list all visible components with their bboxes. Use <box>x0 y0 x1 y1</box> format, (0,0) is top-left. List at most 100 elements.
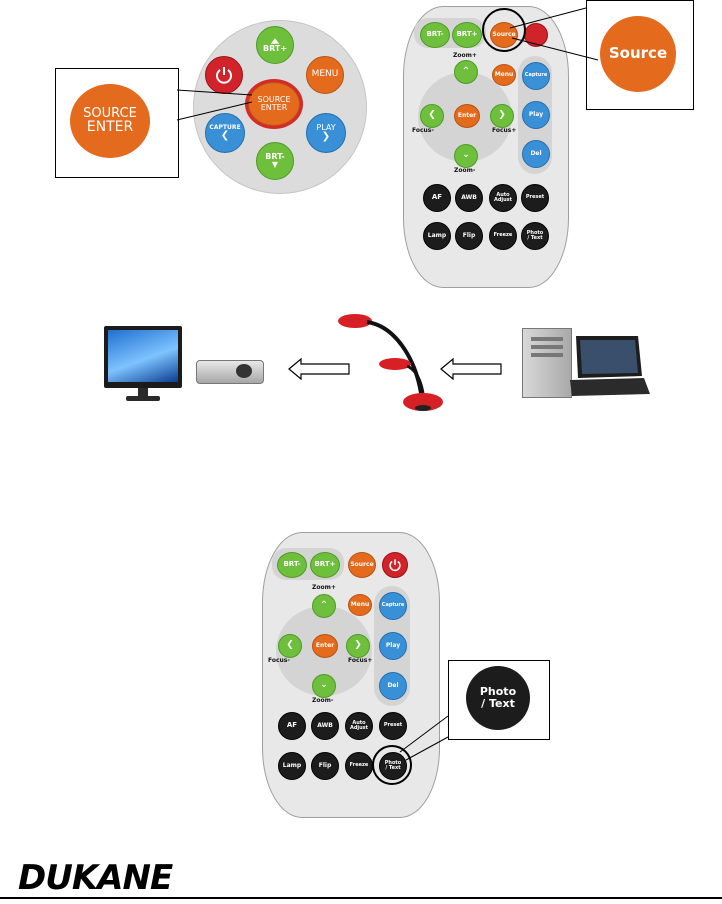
remote1-lamp[interactable]: Lamp <box>423 222 451 250</box>
arrow-left-icon <box>288 358 350 380</box>
remote1-photo-text[interactable]: Photo / Text <box>521 222 549 250</box>
remote2-zoom-minus[interactable]: ⌄ <box>312 674 336 698</box>
brt-plus-label: BRT+ <box>262 43 288 53</box>
play-button[interactable]: PLAY ❯ <box>306 113 346 153</box>
remote2-del[interactable]: Del <box>379 672 407 700</box>
photo-text-zoomed-button: Photo / Text <box>466 666 530 730</box>
auto-adjust-label-1: Auto <box>496 191 510 198</box>
remote1-zoom-plus[interactable]: ⌃ <box>454 60 478 84</box>
remote2-af[interactable]: AF <box>278 712 306 740</box>
remote2-focus-plus[interactable]: ❯ <box>346 634 370 658</box>
chevron-right-icon: ❯ <box>321 130 331 142</box>
arrow-down-icon: ▼ <box>271 160 279 169</box>
remote1-flip[interactable]: Flip <box>455 222 483 250</box>
callout-source-label: SOURCE <box>83 105 137 121</box>
remote2-auto-adjust[interactable]: Auto Adjust <box>345 712 373 740</box>
remote1-capture[interactable]: Capture <box>522 62 550 90</box>
remote2-power[interactable] <box>382 552 408 578</box>
remote1-play[interactable]: Play <box>522 101 550 129</box>
source-enter-label-2: ENTER <box>260 103 288 112</box>
chevron-right-icon: ❯ <box>498 110 506 121</box>
remote2-freeze[interactable]: Freeze <box>345 752 373 780</box>
remote2-focus-minus[interactable]: ❮ <box>278 634 302 658</box>
power-button[interactable] <box>205 56 243 94</box>
source-enter-button[interactable]: SOURCE ENTER <box>248 82 300 126</box>
brt-minus-label: BRT- <box>265 151 285 161</box>
remote2-focus-minus-label: Focus- <box>268 657 290 664</box>
remote1-focus-minus-label: Focus- <box>412 127 434 134</box>
remote1-focus-plus-label: Focus+ <box>492 127 517 134</box>
power-icon <box>389 559 401 572</box>
remote2-zoom-minus-label: Zoom- <box>312 697 334 704</box>
chevron-left-icon: ❮ <box>220 129 230 141</box>
photo-text-label-1: Photo <box>526 229 544 236</box>
source-zoomed-button: Source <box>600 16 676 92</box>
arrow-up-icon: ⌃ <box>319 599 329 611</box>
brt-minus-button[interactable]: BRT- ▼ <box>256 142 294 180</box>
remote1-auto-adjust[interactable]: Auto Adjust <box>489 184 517 212</box>
auto-adjust-label-2: Adjust <box>493 197 513 203</box>
remote1-del[interactable]: Del <box>522 140 550 168</box>
remote2-capture[interactable]: Capture <box>379 592 407 620</box>
remote1-enter[interactable]: Enter <box>454 104 480 128</box>
remote2-zoom-plus-label: Zoom+ <box>312 584 336 591</box>
callout-photo-label: Photo <box>479 685 517 699</box>
remote2-photo-text-highlight <box>372 745 412 785</box>
arrow-left-icon-2 <box>440 358 502 380</box>
monitor-icon <box>104 326 182 401</box>
remote2-play[interactable]: Play <box>379 632 407 660</box>
remote1-focus-minus[interactable]: ❮ <box>420 104 444 128</box>
remote1-menu[interactable]: Menu <box>492 64 516 86</box>
remote1-brt-minus[interactable]: BRT- <box>420 22 450 48</box>
play-label: PLAY <box>316 122 336 132</box>
chevron-down-icon: ⌄ <box>462 150 470 161</box>
brt-plus-button[interactable]: BRT+ <box>256 26 294 64</box>
remote2-preset[interactable]: Preset <box>379 712 407 740</box>
remote1-zoom-minus[interactable]: ⌄ <box>454 144 478 168</box>
projector-icon <box>196 356 264 384</box>
callout-enter-label: ENTER <box>86 119 134 136</box>
remote2-lamp[interactable]: Lamp <box>278 752 306 780</box>
remote1-zoom-minus-label: Zoom- <box>454 167 476 174</box>
auto-adjust-label-1: Auto <box>352 719 366 726</box>
laptop-icon <box>570 336 650 396</box>
remote1-freeze[interactable]: Freeze <box>489 222 517 250</box>
remote1-power[interactable] <box>524 23 548 47</box>
remote2-enter[interactable]: Enter <box>312 634 338 658</box>
source-enter-label-1: SOURCE <box>257 94 291 104</box>
power-icon <box>216 67 232 84</box>
remote1-brt-plus[interactable]: BRT+ <box>452 22 482 48</box>
arrow-up-icon <box>270 37 280 44</box>
remote2-menu[interactable]: Menu <box>348 594 372 616</box>
desktop-computer-icon <box>522 328 572 398</box>
chevron-left-icon: ❮ <box>286 640 294 651</box>
remote1-preset[interactable]: Preset <box>521 184 549 212</box>
source-enter-zoomed-button: SOURCE ENTER <box>70 84 150 158</box>
capture-button[interactable]: CAPTURE ❮ <box>205 113 245 153</box>
remote2-brt-minus[interactable]: BRT- <box>277 552 307 578</box>
callout-text-label: / Text <box>481 697 515 710</box>
document-camera-icon <box>338 314 443 411</box>
remote1-source-highlight <box>482 8 526 52</box>
footer-rule <box>0 897 722 899</box>
remote1-af[interactable]: AF <box>423 184 451 212</box>
remote2-zoom-plus[interactable]: ⌃ <box>312 594 336 618</box>
auto-adjust-label-2: Adjust <box>349 725 369 731</box>
remote1-awb[interactable]: AWB <box>455 184 483 212</box>
menu-button[interactable]: MENU <box>306 56 344 94</box>
remote2-focus-plus-label: Focus+ <box>348 657 373 664</box>
remote2-source[interactable]: Source <box>348 552 376 578</box>
arrow-up-icon: ⌃ <box>461 65 471 77</box>
remote1-focus-plus[interactable]: ❯ <box>490 104 514 128</box>
chevron-left-icon: ❮ <box>428 110 436 121</box>
remote1-zoom-plus-label: Zoom+ <box>453 52 477 59</box>
photo-text-label-2: / Text <box>527 235 543 241</box>
remote2-brt-plus[interactable]: BRT+ <box>310 552 340 578</box>
remote2-awb[interactable]: AWB <box>311 712 339 740</box>
remote2-flip[interactable]: Flip <box>311 752 339 780</box>
chevron-right-icon: ❯ <box>354 640 362 651</box>
chevron-down-icon: ⌄ <box>320 680 328 691</box>
